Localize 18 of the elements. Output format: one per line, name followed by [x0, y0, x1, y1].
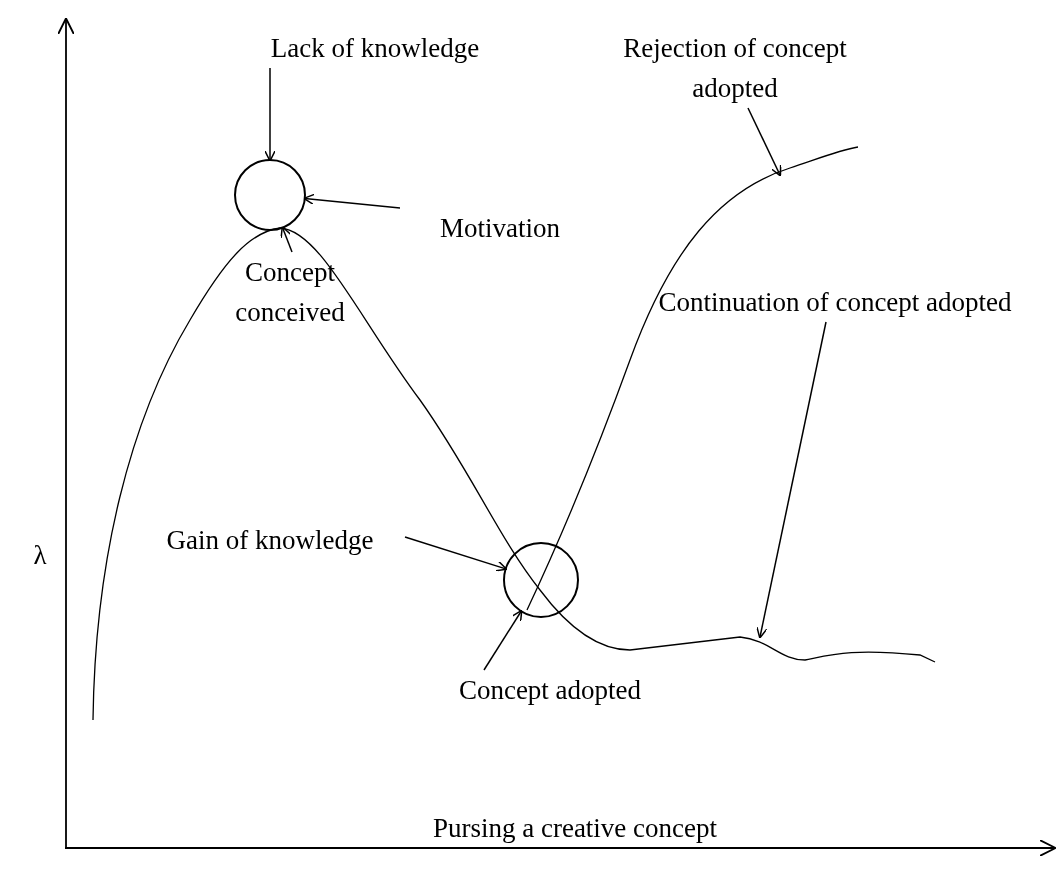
highlight-circle [502, 541, 580, 619]
leader-arrow [303, 193, 401, 209]
annotation-label: Concept adopted [395, 670, 705, 710]
annotation-label: Continuation of concept adopted [635, 282, 1035, 322]
leader-arrow [280, 225, 293, 253]
leader-arrow [756, 321, 827, 639]
annotation-label: Concept conceived [200, 252, 380, 332]
annotation-label: Lack of knowledge [245, 28, 505, 68]
annotation-label: Rejection of concept adopted [590, 28, 880, 108]
annotation-label: Motivation [400, 208, 600, 248]
leader-arrow [264, 67, 276, 162]
annotation-label: Gain of knowledge [135, 520, 405, 560]
axis-label: λ [32, 539, 48, 572]
highlight-circle [233, 158, 307, 232]
leader-arrow [483, 609, 523, 671]
leader-arrow [404, 536, 508, 572]
leader-arrow [747, 107, 782, 177]
axis-label: Pursing a creative concept [431, 812, 719, 845]
